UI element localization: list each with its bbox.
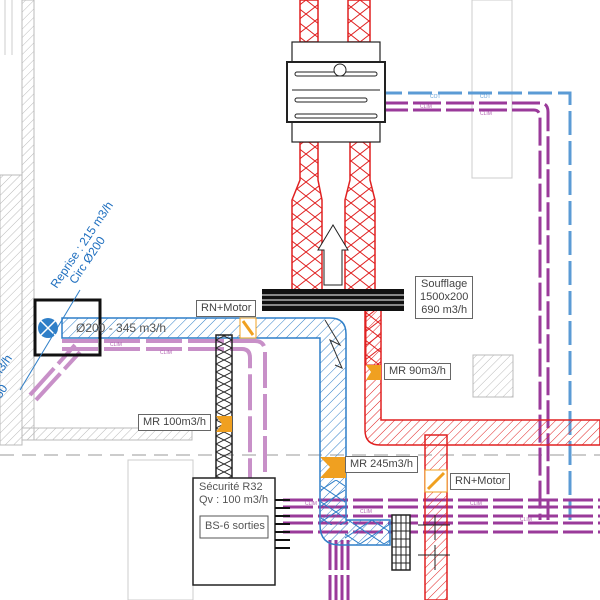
clim-lines-right — [380, 101, 550, 520]
cot-tag: COT — [480, 94, 491, 100]
mr-245-label: MR 245m3/h — [345, 456, 418, 473]
return-duct — [61, 317, 391, 546]
securite-r32-unit — [192, 477, 290, 586]
mr-100-label: MR 100m3/h — [138, 414, 211, 431]
flex-duct — [215, 334, 233, 481]
securite-flow: Qv : 100 m3/h — [199, 494, 269, 506]
soufflage-title: Soufflage — [421, 278, 468, 290]
clim-tags: CLIM CLIM COT COT CLIM CLIM CLIM CLIM CL… — [110, 94, 532, 523]
rn-motor-label-2: RN+Motor — [450, 473, 511, 490]
clim-tag: CLIM — [470, 501, 482, 507]
clim-lines-left — [28, 339, 267, 480]
duct-size-label: Ø200 - 345 m3/h — [76, 321, 167, 335]
airflow-up-arrow — [317, 224, 349, 286]
dampers — [216, 317, 448, 493]
clim-tag: CLIM — [305, 501, 317, 507]
clim-tag: CLIM — [480, 111, 492, 117]
securite-title: Sécurité R32 — [199, 481, 263, 493]
securite-label: Sécurité R32 Qv : 100 m3/h — [199, 481, 268, 507]
return-grille — [19, 289, 102, 391]
clim-tag: CLIM — [520, 517, 532, 523]
soufflage-size: 1500x200 — [420, 291, 469, 303]
soufflage-flow: 690 m3/h — [421, 304, 468, 316]
rn-motor-label-1: RN+Motor — [196, 300, 257, 317]
soufflage-label: Soufflage 1500x200 690 m3/h — [415, 276, 474, 319]
cot-line — [378, 91, 572, 520]
clim-tag: CLIM — [360, 509, 372, 515]
bs-box-label: BS-6 sorties — [205, 520, 265, 532]
mr-90-label: MR 90m3/h — [384, 363, 451, 380]
clim-tag: CLIM — [160, 350, 172, 356]
grille-unit — [391, 514, 450, 571]
supply-ducts — [291, 0, 600, 600]
air-handling-unit — [286, 41, 386, 143]
supply-plenum — [262, 289, 404, 311]
clim-tag: CLIM — [420, 104, 432, 110]
clim-tag: CLIM — [110, 342, 122, 348]
cot-tag: COT — [430, 94, 441, 100]
